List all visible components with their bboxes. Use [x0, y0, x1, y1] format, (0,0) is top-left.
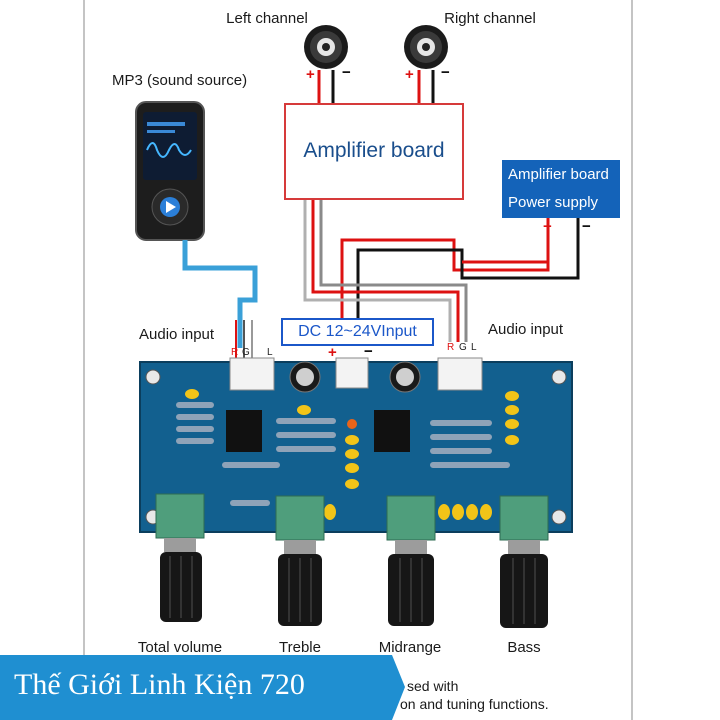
amplifier-board-box: Amplifier board — [284, 103, 464, 200]
mp3-signal-cable — [182, 240, 258, 348]
left-speaker-minus: − — [342, 64, 351, 81]
right-input-g: G — [459, 342, 467, 353]
dc-plus: + — [328, 344, 337, 361]
speaker-wires — [317, 70, 435, 103]
label-left-channel: Left channel — [226, 10, 308, 27]
power-supply-line2: Power supply — [508, 194, 599, 211]
right-input-r: R — [447, 342, 455, 353]
knob-treble-icon — [275, 495, 325, 626]
amp-input-cable — [303, 200, 468, 342]
shop-banner: Thế Giới Linh Kiện 720 — [0, 655, 405, 720]
label-midrange: Midrange — [378, 639, 442, 656]
right-input-l: L — [471, 342, 477, 353]
tone-board-pcb — [139, 357, 573, 533]
label-audio-input-right: Audio input — [488, 321, 564, 338]
right-speaker-icon — [404, 25, 448, 69]
dc-minus: − — [364, 343, 373, 360]
dc-input-label: DC 12~24VInput — [298, 323, 417, 340]
power-wires — [340, 218, 580, 342]
power-supply-box: Amplifier board Power supply — [502, 160, 620, 218]
bottom-text-line2: on and tuning functions. — [400, 696, 549, 712]
dc-input-label-box: DC 12~24VInput — [281, 318, 434, 346]
left-input-r: R — [231, 347, 239, 358]
label-audio-input-left: Audio input — [139, 326, 215, 343]
label-total-volume: Total volume — [137, 639, 223, 656]
knob-total-volume-icon — [155, 493, 205, 622]
knob-midrange-icon — [386, 495, 436, 626]
power-plus: + — [543, 218, 552, 235]
label-treble: Treble — [279, 639, 321, 656]
left-input-g: G — [242, 347, 250, 358]
left-speaker-icon — [304, 25, 348, 69]
shop-banner-text: Thế Giới Linh Kiện 720 — [14, 668, 305, 701]
label-mp3-source: MP3 (sound source) — [112, 72, 248, 89]
knob-bass-icon — [499, 495, 549, 628]
label-right-channel: Right channel — [444, 10, 536, 27]
left-input-l: L — [267, 347, 273, 358]
right-speaker-minus: − — [441, 64, 450, 81]
mp3-player-icon — [135, 101, 205, 241]
left-speaker-plus: + — [306, 66, 315, 83]
amplifier-board-label: Amplifier board — [303, 139, 445, 162]
right-speaker-plus: + — [405, 66, 414, 83]
power-supply-line1: Amplifier board — [508, 166, 609, 183]
bottom-text-line1: sed with — [407, 678, 459, 694]
power-minus: − — [582, 218, 591, 235]
label-bass: Bass — [507, 639, 541, 656]
left-input-leads — [235, 320, 253, 362]
